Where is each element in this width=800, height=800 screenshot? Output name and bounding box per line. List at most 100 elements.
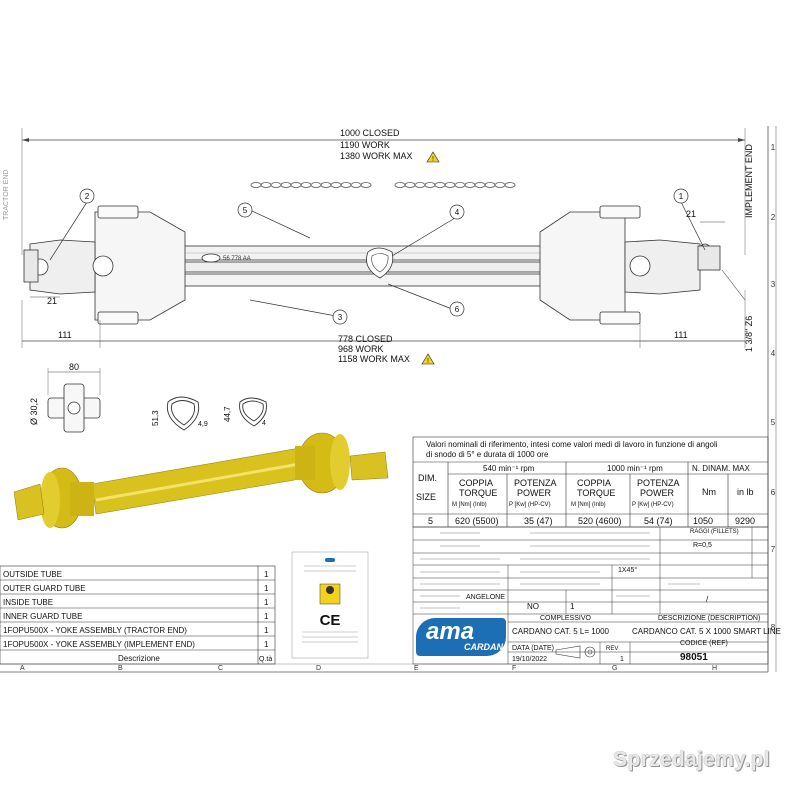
potenza-540: POTENZA	[514, 478, 557, 488]
zone-letter: H	[712, 665, 717, 672]
part-qty: 1	[264, 598, 269, 607]
zone-number: 5	[771, 418, 776, 427]
designer-name: ANGELONE	[466, 594, 505, 601]
ratings-intro-1: Valori nominali di riferimento, intesi c…	[426, 440, 718, 449]
callout-label-3: 3	[338, 313, 343, 322]
complessivo-one: 1	[570, 602, 575, 611]
part-qty: 1	[264, 584, 269, 593]
side-zone-numbers: 1 2 3 4 5 6 7 8	[771, 143, 776, 632]
potenza-1000: POTENZA	[637, 478, 680, 488]
inlb-header: in lb	[737, 487, 754, 497]
complessivo-no: NO	[527, 602, 539, 611]
smussi-value: 1X45°	[618, 566, 637, 574]
dim-work-max: 1380 WORK MAX	[340, 151, 413, 161]
ce-mark: CE	[320, 612, 341, 629]
torque-540: TORQUE	[459, 488, 497, 498]
zone-letter: F	[512, 665, 516, 672]
zone-letter: D	[316, 665, 321, 672]
slash-mark: /	[706, 595, 709, 604]
parts-header-qty: Q.tà	[259, 656, 272, 663]
dim-work-bottom: 968 WORK	[338, 344, 384, 354]
tractor-end-label: TRACTOR END	[3, 170, 10, 220]
callout-5	[237, 202, 253, 218]
title-block-grid	[412, 526, 769, 665]
rpm-1000-header: 1000 min⁻¹ rpm	[607, 464, 663, 473]
offset-right: 111	[674, 330, 688, 340]
raggi-value: R=0,5	[693, 542, 712, 549]
ndinam-header: N. DINAM. MAX	[692, 464, 750, 473]
title-block-fine-print	[420, 532, 700, 609]
warning-icon: !	[426, 151, 440, 163]
callout-label-5: 5	[243, 206, 248, 215]
yoke-dim-left: 21	[47, 296, 57, 306]
zone-letter: B	[118, 665, 123, 672]
part-desc: INSIDE TUBE	[3, 598, 53, 607]
logo-sub-text: CARDAN	[464, 642, 503, 652]
callout-4	[449, 204, 465, 220]
svg-text:!: !	[427, 358, 429, 365]
zone-letter: A	[20, 665, 25, 672]
torque-units-1000: M [Nm] (Inlb)	[571, 502, 606, 508]
codice-label: CODICE (REF)	[680, 640, 728, 647]
ratings-text: Valori nominali di riferimento, intesi c…	[416, 440, 755, 526]
shaft-side-view	[23, 205, 721, 325]
rev-value: 1	[620, 656, 624, 663]
rev-label: REV	[606, 646, 618, 652]
parts-list-text: OUTSIDE TUBE 1 OUTER GUARD TUBE 1 INSIDE…	[3, 570, 272, 663]
descrizione-label: DESCRIZIONE (DESCRIPTION)	[658, 615, 760, 622]
torque-units-540: M [Nm] (Inlb)	[452, 502, 487, 508]
part-qty: 1	[264, 640, 269, 649]
power-units-1000: P [Kw] (HP-CV)	[632, 502, 674, 508]
watermark: Sprzedajemy.pl	[613, 748, 770, 771]
part-desc: OUTER GUARD TUBE	[3, 584, 86, 593]
power-units-540: P [Kw] (HP-CV)	[509, 502, 551, 508]
bottom-dimension-labels: 778 CLOSED 968 WORK 1158 WORK MAX	[338, 334, 410, 364]
callout-2	[79, 188, 95, 204]
dim-work-max-bottom: 1158 WORK MAX	[338, 354, 410, 364]
zone-number: 7	[771, 545, 776, 554]
dim-header: DIM.	[418, 473, 437, 483]
spline-label: 1 3/8" Z6	[744, 316, 754, 352]
raggi-label: RAGGI (FILLETS)	[690, 529, 739, 535]
complessivo-label: COMPLESSIVO	[540, 615, 592, 622]
tube-profile-icon	[366, 247, 394, 279]
torque-1000: TORQUE	[577, 488, 615, 498]
rating-value: 520 (4600)	[578, 516, 622, 526]
overall-dimension-labels: 1000 CLOSED 1190 WORK 1380 WORK MAX	[340, 128, 413, 161]
zone-letter: C	[218, 665, 223, 672]
callout-label-6: 6	[455, 305, 460, 314]
part-desc: OUTSIDE TUBE	[3, 570, 62, 579]
parts-header-desc: Descrizione	[118, 654, 160, 663]
nm-header: Nm	[702, 487, 716, 497]
zone-number: 8	[771, 623, 776, 632]
zone-letter: G	[612, 665, 617, 672]
description-right: CARDANCO CAT. 5 X 1000 SMART LINE	[632, 627, 781, 636]
safety-chain-left	[250, 182, 372, 188]
zone-number: 3	[771, 280, 776, 289]
zone-number: 4	[771, 349, 776, 358]
projection-symbol	[555, 645, 596, 659]
inner-tube-size: 44,7	[223, 406, 232, 422]
rating-value: 9290	[735, 516, 755, 526]
inner-tube-radius: 4	[262, 420, 266, 427]
dim-closed-bottom: 778 CLOSED	[338, 334, 393, 344]
rating-value: 620 (5500)	[455, 516, 499, 526]
power-540: POWER	[517, 488, 552, 498]
part-qty: 1	[264, 626, 269, 635]
ama-cardan-logo: ama CARDAN	[416, 618, 506, 656]
zone-number: 2	[771, 213, 776, 222]
left-guard-cone	[94, 211, 186, 321]
part-qty: 1	[264, 570, 269, 579]
rating-value: 35 (47)	[524, 516, 553, 526]
safety-chain-right	[394, 182, 516, 188]
tube-section-outer	[166, 396, 200, 431]
coppia-540: COPPIA	[459, 478, 493, 488]
callout-label-1: 1	[679, 192, 684, 201]
cross-width: 80	[69, 362, 79, 372]
warning-icon: !	[421, 353, 435, 365]
part-desc: 1FOPU500X - YOKE ASSEMBLY (TRACTOR END)	[3, 626, 187, 635]
cross-journal-detail	[47, 368, 101, 433]
cross-diameter: Ø 30,2	[29, 398, 39, 425]
right-yoke	[624, 239, 701, 295]
